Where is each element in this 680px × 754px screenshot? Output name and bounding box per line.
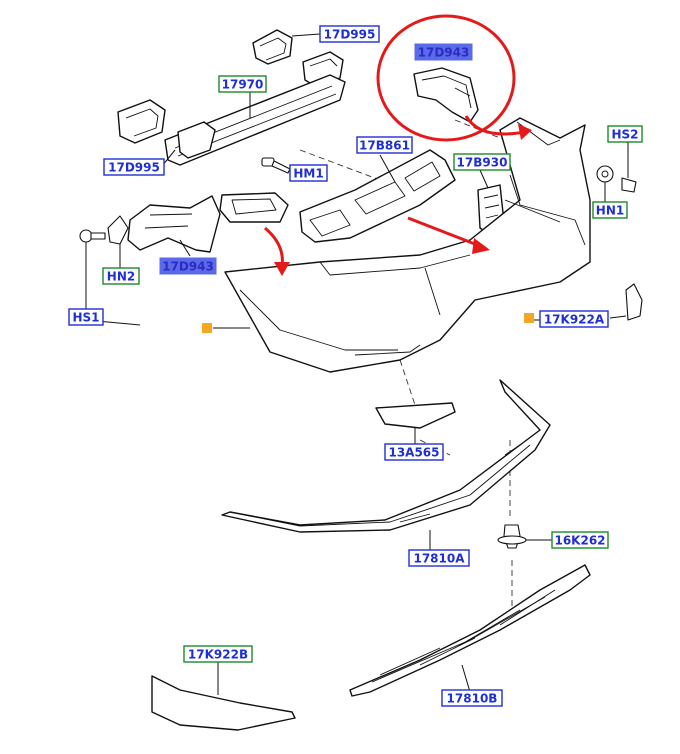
clip-HS2 — [621, 142, 637, 193]
callout-label: 17K922A — [544, 313, 605, 327]
callout-HS1[interactable]: HS1 — [68, 308, 104, 326]
bracket-17B861 — [299, 149, 456, 243]
callout-17K922A[interactable]: 17K922A — [539, 310, 609, 328]
bracket-17D995-left — [117, 99, 216, 159]
callout-16K262[interactable]: 16K262 — [551, 531, 609, 549]
callout-HS2[interactable]: HS2 — [607, 125, 643, 143]
callout-label: 16K262 — [554, 534, 605, 548]
callout-17970[interactable]: 17970 — [218, 75, 267, 93]
callout-label: 17B861 — [359, 139, 410, 153]
callout-label: 17810A — [413, 552, 465, 566]
callout-17B930[interactable]: 17B930 — [453, 153, 511, 171]
callout-label: 17D943 — [162, 260, 214, 274]
lower-trim-17810A — [221, 379, 551, 550]
marker-square-right — [524, 313, 534, 323]
bracket-17D995-top — [252, 29, 344, 87]
callout-17810B[interactable]: 17810B — [441, 689, 503, 707]
callout-label: 17970 — [222, 78, 264, 92]
diffuser-17810B — [349, 564, 591, 697]
callout-17B861[interactable]: 17B861 — [356, 136, 413, 154]
callout-label: HM1 — [293, 167, 323, 181]
lower-cover-17K922B — [151, 662, 296, 731]
callout-17810A[interactable]: 17810A — [408, 549, 470, 567]
callout-17D995-top[interactable]: 17D995 — [319, 25, 380, 43]
push-rivet-16K262 — [497, 524, 552, 549]
clip-HN2 — [107, 215, 129, 270]
callout-HN1[interactable]: HN1 — [592, 201, 628, 219]
callout-label: HS2 — [611, 128, 638, 142]
callout-label: 13A565 — [388, 446, 439, 460]
callout-HN2[interactable]: HN2 — [102, 267, 140, 285]
push-pin-HS1 — [79, 229, 106, 310]
callout-HM1[interactable]: HM1 — [289, 164, 328, 182]
callout-label: HN2 — [107, 270, 135, 284]
red-arrows — [264, 115, 532, 276]
clip-HN1 — [596, 165, 614, 202]
callout-label: 17K922B — [188, 648, 248, 662]
reflector-13A565 — [375, 402, 456, 445]
callout-17D943-top[interactable]: 17D943 — [414, 43, 473, 61]
callout-17K922B[interactable]: 17K922B — [183, 645, 253, 663]
callout-label: 17B930 — [457, 156, 508, 170]
bracket-17K922A — [609, 283, 643, 321]
bracket-17D943-circled — [413, 67, 479, 123]
rear-bumper-cover — [224, 117, 591, 373]
red-highlight-circle — [376, 14, 516, 142]
callout-label: 17810B — [447, 692, 498, 706]
callout-label: HS1 — [72, 311, 99, 325]
marker-square-left — [202, 323, 212, 333]
callout-17D995-left[interactable]: 17D995 — [103, 158, 165, 176]
callout-label: HN1 — [596, 204, 624, 218]
bracket-17D943-left — [127, 192, 289, 253]
callout-17D943-left[interactable]: 17D943 — [159, 257, 217, 275]
callout-label: 17D995 — [108, 161, 160, 175]
callout-13A565[interactable]: 13A565 — [384, 443, 444, 461]
screw-HM1 — [261, 157, 301, 175]
callout-label: 17D943 — [418, 46, 470, 60]
callout-label: 17D995 — [324, 28, 376, 42]
